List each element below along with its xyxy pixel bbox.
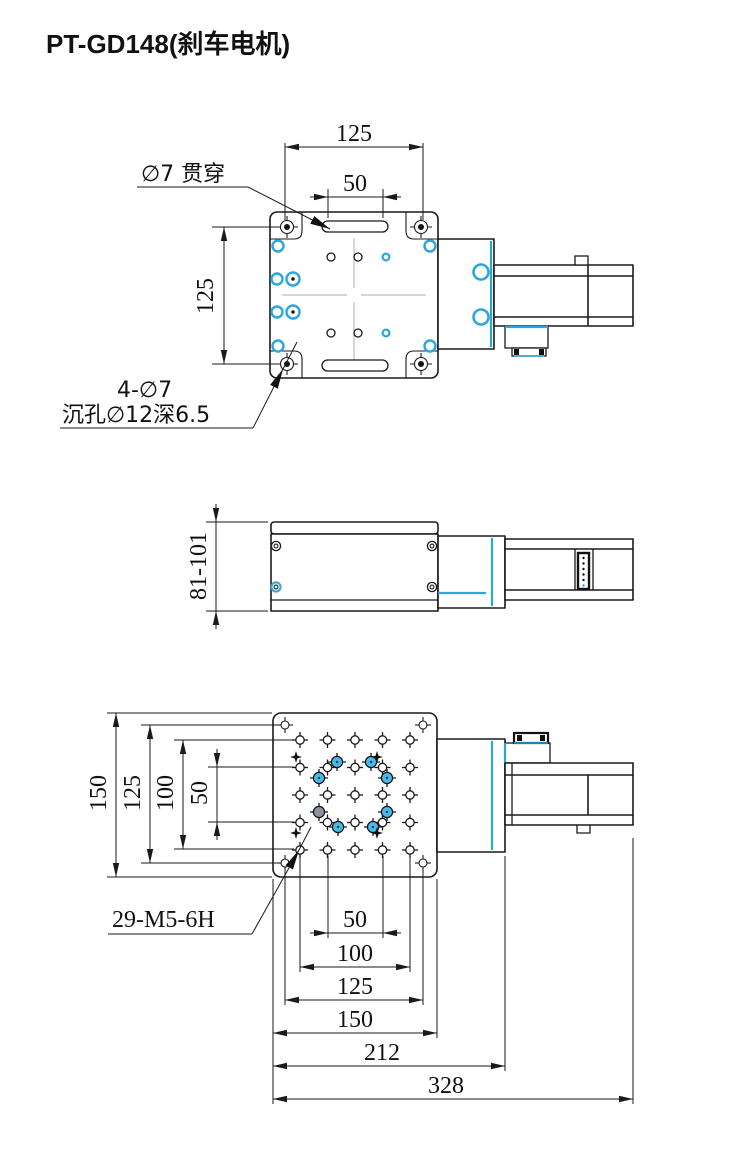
callout-label: 4-∅7 — [117, 378, 172, 403]
dim-bottom-v150: 150 — [86, 712, 272, 878]
dim-label: 81-101 — [186, 532, 212, 600]
callout-thread-holes: 29-M5-6H — [108, 826, 312, 935]
dim-label: 100 — [153, 775, 179, 811]
motor-tab — [574, 255, 589, 266]
dim-label: 100 — [337, 941, 373, 967]
bottom-view-connector — [503, 731, 551, 764]
dim-bottom-h328: 328 — [273, 838, 634, 1104]
top-view-connector — [504, 325, 549, 357]
side-view-motor — [504, 538, 634, 601]
dim-bottom-h125: 125 — [284, 870, 424, 1005]
page-title: PT-GD148(刹车电机) — [46, 29, 290, 59]
dim-bottom-v100: 100 — [153, 739, 294, 850]
motor-connector — [576, 551, 591, 591]
dim-label: 50 — [343, 907, 367, 933]
dim-top-height-125: 125 — [193, 226, 277, 365]
dim-label: 150 — [337, 1007, 373, 1033]
dim-label: 328 — [428, 1073, 464, 1099]
top-view-motor-adapter — [437, 238, 495, 350]
dim-bottom-h212: 212 — [273, 856, 506, 1071]
view-side: 81-101 — [186, 504, 634, 629]
dim-top-width-125: 125 — [284, 121, 424, 220]
slot-bottom — [321, 359, 389, 372]
dim-label: 50 — [343, 171, 367, 197]
dim-side-height-range: 81-101 — [186, 504, 268, 629]
callout-label: 29-M5-6H — [112, 907, 215, 933]
dim-label: 125 — [193, 278, 219, 314]
dim-label: 212 — [364, 1040, 400, 1066]
callout-through-hole: ∅7 贯穿 — [137, 162, 331, 230]
top-view-table-plate — [269, 211, 439, 379]
dim-bottom-h100: 100 — [299, 856, 411, 972]
bottom-view-motor-adapter — [436, 738, 506, 853]
callout-counterbore: 4-∅7 沉孔∅12深6.5 — [60, 341, 298, 429]
callout-label: 沉孔∅12深6.5 — [62, 403, 210, 428]
view-top: 125 50 125 ∅7 贯穿 4-∅7 沉孔∅12深6.5 — [60, 121, 634, 429]
dim-label: 125 — [120, 775, 146, 811]
dim-label: 50 — [187, 781, 213, 805]
side-view-stage — [270, 521, 439, 612]
side-view-motor-adapter — [437, 535, 506, 609]
dim-bottom-h50: 50 — [310, 856, 401, 938]
dim-top-slot-50: 50 — [310, 171, 401, 218]
dim-bottom-v125: 125 — [120, 724, 279, 864]
dim-label: 125 — [336, 121, 372, 147]
dim-label: 125 — [337, 974, 373, 1000]
dim-bottom-h150: 150 — [272, 879, 438, 1104]
slot-top — [321, 220, 389, 233]
dim-label: 150 — [86, 775, 112, 811]
top-view-motor — [493, 255, 634, 357]
dim-bottom-v50: 50 — [187, 749, 294, 840]
bottom-view-motor — [504, 762, 634, 834]
callout-label: ∅7 贯穿 — [141, 162, 225, 187]
view-bottom: 29-M5-6H 150 125 100 — [86, 712, 634, 1104]
